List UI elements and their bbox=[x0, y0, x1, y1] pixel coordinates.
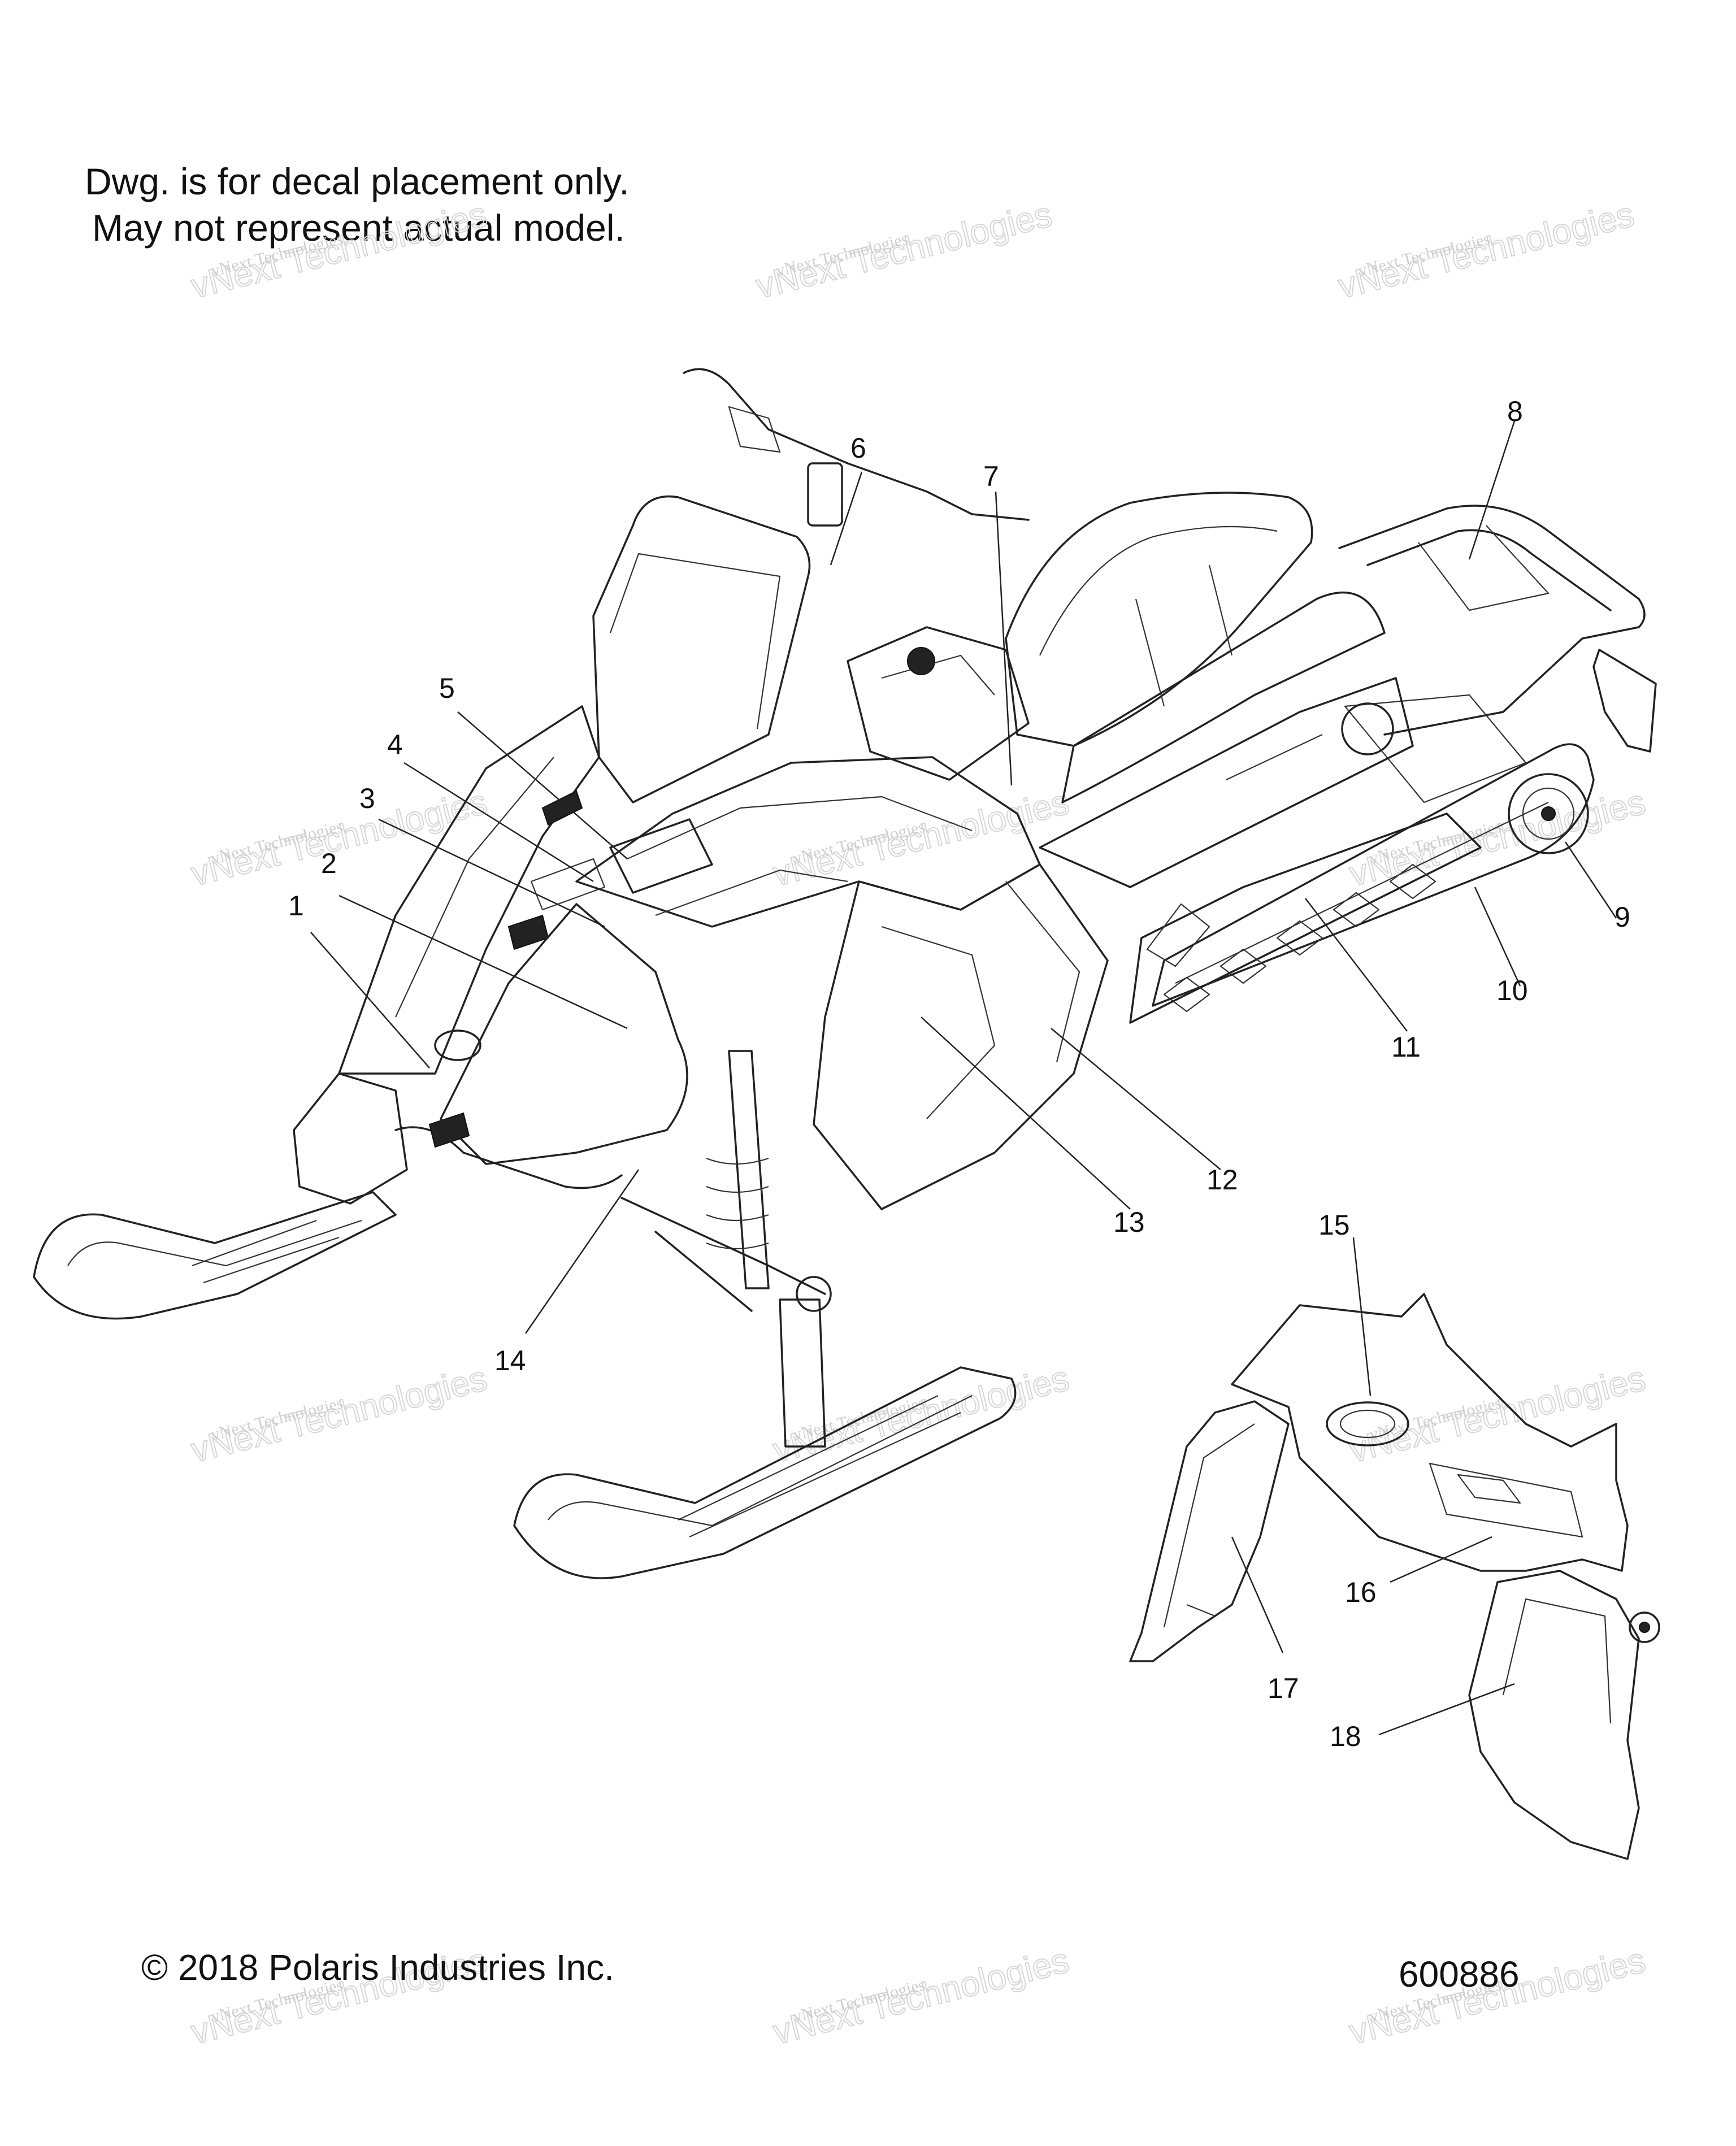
watermark-large: vNext Technologies bbox=[769, 1941, 1073, 2052]
callout-15: 15 bbox=[1318, 1209, 1350, 1241]
watermark-large: vNext Technologies bbox=[1334, 195, 1638, 306]
leader-lines bbox=[310, 420, 1617, 1736]
callout-8: 8 bbox=[1507, 396, 1523, 427]
callout-18: 18 bbox=[1330, 1721, 1361, 1752]
watermark-large: vNext Technologies bbox=[187, 195, 491, 306]
callout-1: 1 bbox=[288, 890, 304, 922]
callout-3: 3 bbox=[359, 783, 375, 814]
watermark-large: vNext Technologies bbox=[1346, 783, 1649, 894]
callout-6: 6 bbox=[850, 432, 866, 464]
watermark-large: vNext Technologies bbox=[187, 783, 491, 894]
copyright-text: © 2018 Polaris Industries Inc. bbox=[141, 1947, 614, 1988]
callout-13: 13 bbox=[1113, 1206, 1145, 1238]
watermark-large: vNext Technologies bbox=[1346, 1359, 1649, 1470]
callout-11: 11 bbox=[1391, 1031, 1421, 1063]
callout-10: 10 bbox=[1496, 975, 1528, 1006]
callout-16: 16 bbox=[1345, 1576, 1377, 1608]
callout-14: 14 bbox=[494, 1345, 526, 1376]
callout-12: 12 bbox=[1206, 1164, 1238, 1196]
watermark-large: vNext Technologies bbox=[187, 1359, 491, 1470]
hood-inset bbox=[1129, 1293, 1660, 1860]
callout-17: 17 bbox=[1268, 1673, 1299, 1704]
callout-5: 5 bbox=[439, 672, 455, 704]
watermark-large: vNext Technologies bbox=[769, 1359, 1073, 1470]
callout-2: 2 bbox=[321, 848, 337, 879]
callout-9: 9 bbox=[1615, 901, 1630, 933]
placement-note-line-1: Dwg. is for decal placement only. bbox=[85, 160, 630, 202]
callout-numbers: 1 2 3 4 5 6 7 8 9 10 11 12 13 14 15 16 1… bbox=[288, 396, 1630, 1752]
watermarks: vNext Technologies vNext Technologies vN… bbox=[186, 194, 1650, 2053]
watermark-large: vNext Technologies bbox=[752, 195, 1056, 306]
drawing-number: 600886 bbox=[1399, 1954, 1520, 1995]
callout-4: 4 bbox=[387, 729, 403, 761]
callout-7: 7 bbox=[983, 461, 999, 492]
snowmobile-body bbox=[33, 368, 1657, 1579]
placement-note-line-2: May not represent actual model. bbox=[92, 207, 625, 249]
